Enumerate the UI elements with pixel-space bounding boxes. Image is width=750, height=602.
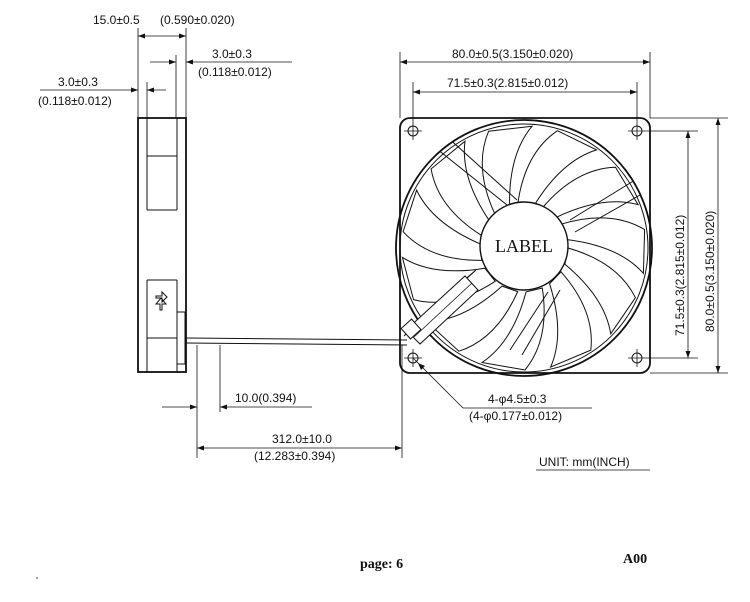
rotation-arrow-icon: [155, 290, 168, 304]
fan-blade: [481, 125, 534, 216]
side-thickness-label: 15.0±0.5: [93, 13, 140, 27]
lead-length-label: 312.0±10.0: [272, 432, 332, 446]
fan-hub: [479, 201, 569, 291]
frame-height-label: 80.0±0.5(3.150±0.020): [703, 211, 717, 332]
lead-strip-dimension: 10.0(0.394): [162, 345, 312, 458]
side-view: [137, 117, 408, 373]
hub-label: LABEL: [495, 236, 553, 256]
frame-height-dimension: 80.0±0.5(3.150±0.020): [650, 117, 728, 374]
fan-blade: [549, 271, 592, 369]
lead-strip-label: 10.0(0.394): [235, 391, 296, 405]
airflow-arrow-icon: [154, 297, 168, 311]
unit-note-label: UNIT: mm(INCH): [539, 455, 630, 469]
side-left-flange-inch: (0.118±0.012): [38, 94, 112, 108]
side-view-body: [137, 117, 187, 373]
lead-length-inch: (12.283±0.394): [254, 449, 335, 463]
fan-blades: [401, 125, 646, 371]
side-right-flange-dimension: 3.0±0.3 (0.118±0.012): [150, 47, 292, 118]
side-thickness-inch: (0.590±0.020): [160, 13, 235, 27]
frame-width-dimension: 80.0±0.5(3.150±0.020): [399, 47, 651, 118]
fan-blade: [480, 287, 545, 371]
front-view: LABEL: [395, 117, 653, 377]
fan-blade: [541, 166, 640, 219]
fan-blade: [517, 130, 598, 206]
hole-spacing-v-label: 71.5±0.3(2.815±0.012): [673, 215, 687, 336]
hole-spacing-v-dimension: 71.5±0.3(2.815±0.012): [646, 130, 698, 359]
revision-code: A00: [623, 552, 647, 567]
side-thickness-dimension: 15.0±0.5 (0.590±0.020): [93, 13, 235, 118]
mount-hole-inch: (4-φ0.177±0.012): [469, 409, 562, 423]
side-right-flange-label: 3.0±0.3: [212, 47, 252, 61]
mount-hole: [628, 122, 646, 140]
fan-blade: [560, 217, 646, 275]
fan-blade: [564, 247, 636, 336]
mount-hole: [404, 122, 422, 140]
mount-hole: [628, 349, 646, 367]
side-right-flange-inch: (0.118±0.012): [198, 65, 272, 79]
lead-wire: [185, 337, 408, 341]
side-left-flange-dimension: 3.0±0.3 (0.118±0.012): [38, 75, 166, 118]
side-left-flange-label: 3.0±0.3: [58, 75, 98, 89]
fan-blade: [402, 188, 483, 261]
wire-channel: [400, 269, 479, 345]
hole-spacing-h-label: 71.5±0.3(2.815±0.012): [447, 76, 568, 90]
speck: [36, 577, 38, 579]
frame-width-label: 80.0±0.5(3.150±0.020): [452, 47, 573, 61]
hole-spacing-h-dimension: 71.5±0.3(2.815±0.012): [412, 76, 638, 122]
mount-hole-callout: 4-φ4.5±0.3 (4-φ0.177±0.012): [412, 357, 592, 423]
page-number: page: 6: [360, 557, 403, 572]
unit-note: UNIT: mm(INCH): [536, 455, 650, 471]
lead-length-dimension: 312.0±10.0 (12.283±0.394): [197, 345, 403, 463]
fan-blade: [430, 140, 490, 237]
mount-hole-label: 4-φ4.5±0.3: [488, 392, 547, 406]
fan-venturi: [395, 119, 653, 377]
